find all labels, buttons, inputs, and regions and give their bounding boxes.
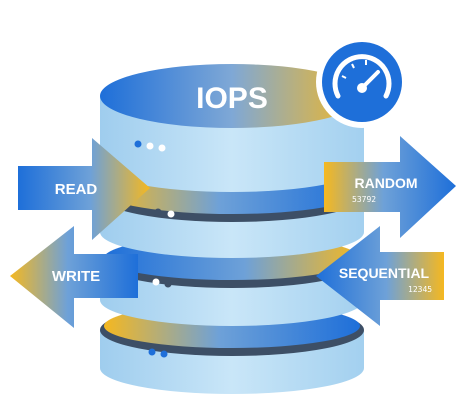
write-label: WRITE <box>52 268 100 285</box>
disk-1-led <box>134 140 142 148</box>
sequential-arrow: SEQUENTIAL 12345 <box>316 226 444 326</box>
write-arrow: WRITE <box>10 226 138 328</box>
random-number: 53792 <box>352 195 376 204</box>
diagram-title: IOPS <box>196 82 268 115</box>
disk-4-led <box>148 348 156 356</box>
speedometer-icon <box>316 36 408 128</box>
sequential-number: 12345 <box>408 285 432 294</box>
top-cap <box>100 64 364 128</box>
read-label: READ <box>55 181 98 198</box>
disk-2-led <box>154 208 162 216</box>
sequential-label: SEQUENTIAL <box>339 265 430 281</box>
disk-layer-1 <box>100 64 364 192</box>
disk-3-led <box>152 278 160 286</box>
random-label: RANDOM <box>355 175 418 191</box>
random-arrow: RANDOM 53792 <box>324 136 456 238</box>
read-arrow: READ <box>18 138 150 240</box>
